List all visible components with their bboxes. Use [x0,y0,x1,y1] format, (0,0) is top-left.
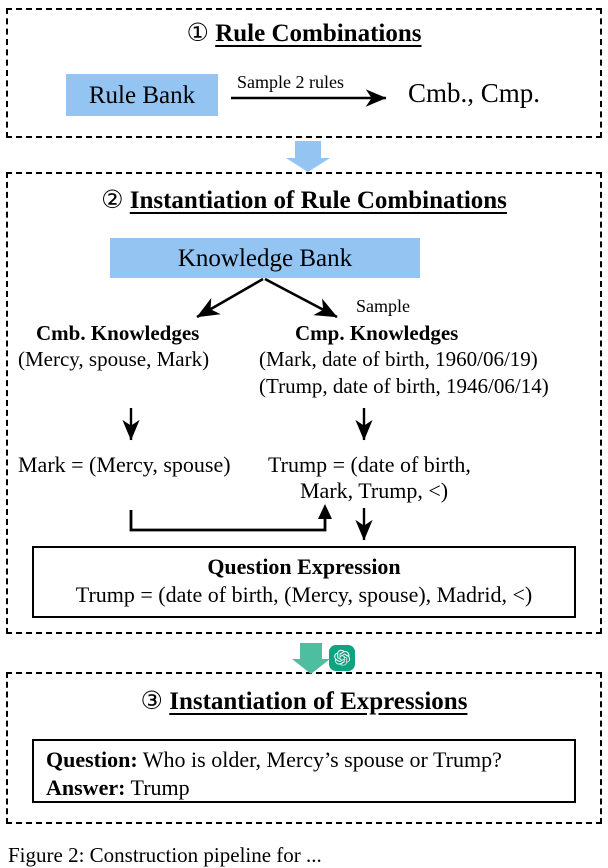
cmp-expression-line-2: Mark, Trump, <) [300,478,449,503]
teal-down-arrow-icon [292,643,330,674]
section-number-1: ① [186,18,209,47]
question-expression-box: Question Expression Trump = (date of bir… [32,546,576,618]
section-heading-1: ① Rule Combinations [0,18,608,48]
question-expression-title: Question Expression [207,554,401,579]
question-label: Question: [46,747,138,772]
cmb-knowledges-heading: Cmb. Knowledges [36,321,200,345]
section-title-2: Instantiation of Rule Combinations [129,187,507,214]
section-number-3: ③ [140,686,163,715]
answer-label: Answer: [46,774,126,800]
figure-caption: Figure 2: Construction pipeline for ... [8,843,322,867]
cmp-expression-line-1: Trump = (date of birth, [268,452,471,477]
cmb-knowledge-fact: (Mercy, spouse, Mark) [18,347,210,371]
section-heading-3: ③ Instantiation of Expressions [0,686,608,716]
openai-logo-icon [329,645,355,671]
cmp-knowledge-fact-2: (Trump, date of birth, 1946/06/14) [259,374,549,398]
cmb-expression: Mark = (Mercy, spouse) [18,452,231,477]
cmp-knowledge-fact-1: (Mark, date of birth, 1960/06/19) [259,347,538,371]
sample-2-rules-label: Sample 2 rules [237,72,344,92]
section-title-1: Rule Combinations [215,20,422,47]
cmp-knowledges-heading: Cmp. Knowledges [295,321,459,345]
knowledge-bank-label: Knowledge Bank [177,244,353,272]
answer-line: Answer: Trump [46,774,562,802]
question-expression-body: Trump = (date of birth, (Mercy, spouse),… [75,582,533,607]
question-answer-box: Question: Who is older, Mercy’s spouse o… [32,739,576,803]
question-text: Who is older, Mercy’s spouse or Trump? [142,747,502,772]
section-heading-2: ② Instantiation of Rule Combinations [0,185,608,215]
question-line: Question: Who is older, Mercy’s spouse o… [46,746,562,774]
rule-bank-label: Rule Bank [88,81,196,109]
section-title-3: Instantiation of Expressions [169,688,468,715]
sample-label: Sample [356,296,410,316]
rule-bank-box: Rule Bank [66,74,218,116]
blue-down-arrow-icon-1 [286,141,330,172]
knowledge-bank-box: Knowledge Bank [110,238,420,278]
section-number-2: ② [101,185,124,214]
answer-text: Trump [130,774,190,800]
section-panel-rule-combinations [6,8,602,138]
rule-combination-output: Cmb., Cmp. [408,78,541,108]
